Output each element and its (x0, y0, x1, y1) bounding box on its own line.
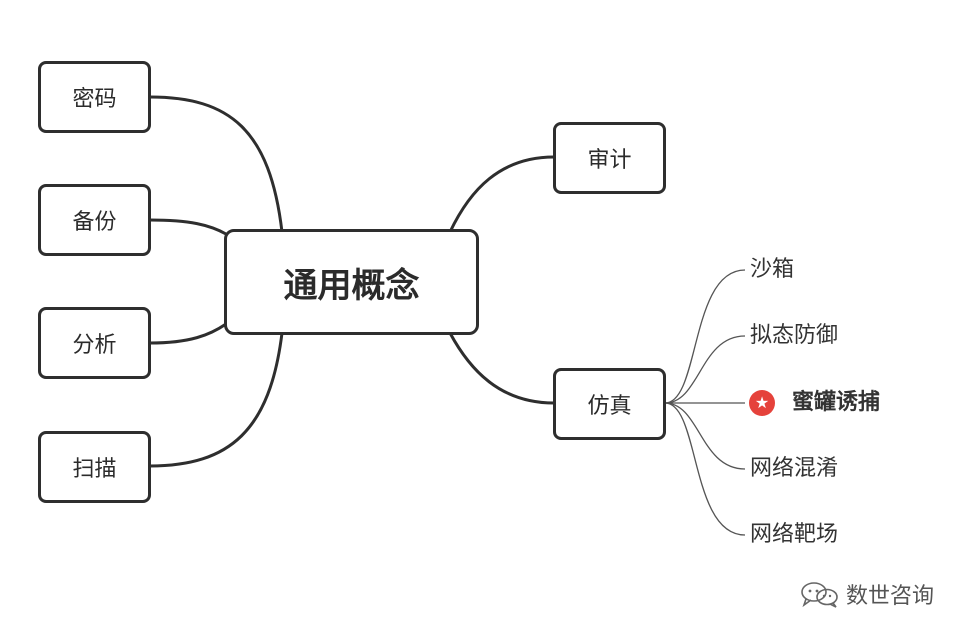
leaf-wangluo-hunxiao[interactable]: 网络混淆 (750, 456, 839, 481)
leaf-shaxiang[interactable]: 沙箱 (750, 257, 795, 282)
leaf-wangluo-bachang[interactable]: 网络靶场 (750, 522, 839, 547)
node-fangzhen[interactable]: 仿真 (553, 368, 666, 440)
star-icon: ★ (749, 390, 775, 416)
link-saomiao (148, 331, 284, 468)
chat-bubbles-icon (801, 582, 838, 608)
link-beifen (148, 218, 228, 236)
central-topic[interactable]: 通用概念 (224, 229, 479, 335)
link-hunxiao (664, 402, 746, 470)
node-fenxi[interactable]: 分析 (38, 307, 151, 379)
node-mima[interactable]: 密码 (38, 61, 151, 133)
node-saomiao[interactable]: 扫描 (38, 431, 151, 503)
node-beifen[interactable]: 备份 (38, 184, 151, 256)
link-fangzhen (448, 331, 556, 405)
link-shaxiang (664, 269, 746, 404)
leaf-nitai-fangyu[interactable]: 拟态防御 (750, 323, 839, 348)
link-shenji (448, 155, 556, 234)
link-mima (148, 95, 284, 234)
leaf-miguan-youbu[interactable]: 蜜罐诱捕 (792, 390, 881, 415)
link-nitai (664, 335, 746, 404)
node-shenji[interactable]: 审计 (553, 122, 666, 194)
link-bachang (664, 402, 746, 536)
link-fenxi (148, 322, 228, 345)
watermark: 数世咨询 (800, 578, 934, 610)
watermark-text: 数世咨询 (846, 584, 935, 609)
